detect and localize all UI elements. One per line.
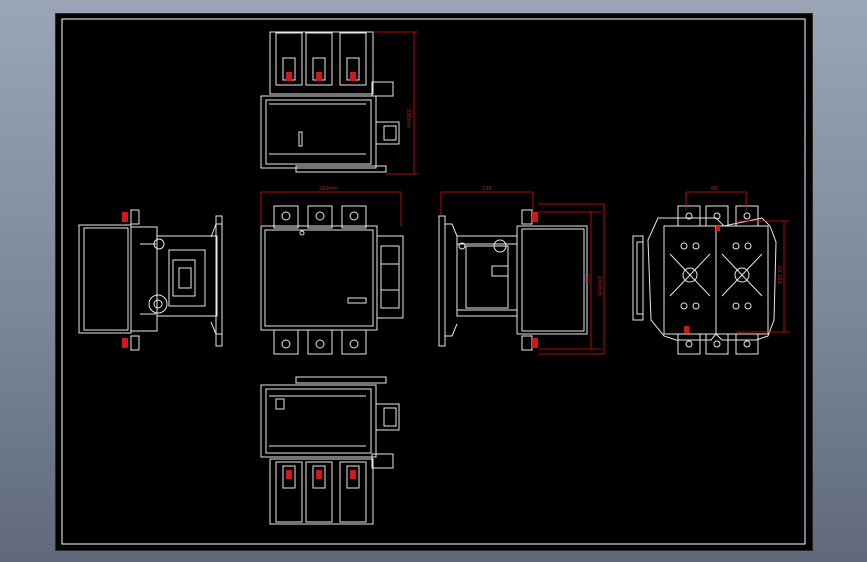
- drawing-border: [61, 18, 806, 545]
- dim-right-width: 135: [482, 186, 492, 192]
- dim-right-h2: 230mm: [596, 276, 602, 295]
- front-view: 210mm: [260, 186, 404, 355]
- left-view: [78, 209, 223, 351]
- terminal-end-view: 60 2X 150: [632, 186, 789, 355]
- dim-right-h1: 185: [583, 274, 589, 284]
- top-view: 230mm: [260, 31, 418, 175]
- dim-top-height: 230mm: [405, 109, 411, 128]
- cad-canvas: 230mm: [61, 18, 806, 545]
- dim-front-width: 210mm: [319, 186, 338, 192]
- dim-end-side: 2X 150: [776, 266, 782, 284]
- right-view: 135 185 230mm: [438, 186, 605, 355]
- dim-end-top: 60: [711, 186, 717, 192]
- bottom-view: [260, 376, 400, 525]
- drawing-sheet: 230mm: [55, 13, 813, 551]
